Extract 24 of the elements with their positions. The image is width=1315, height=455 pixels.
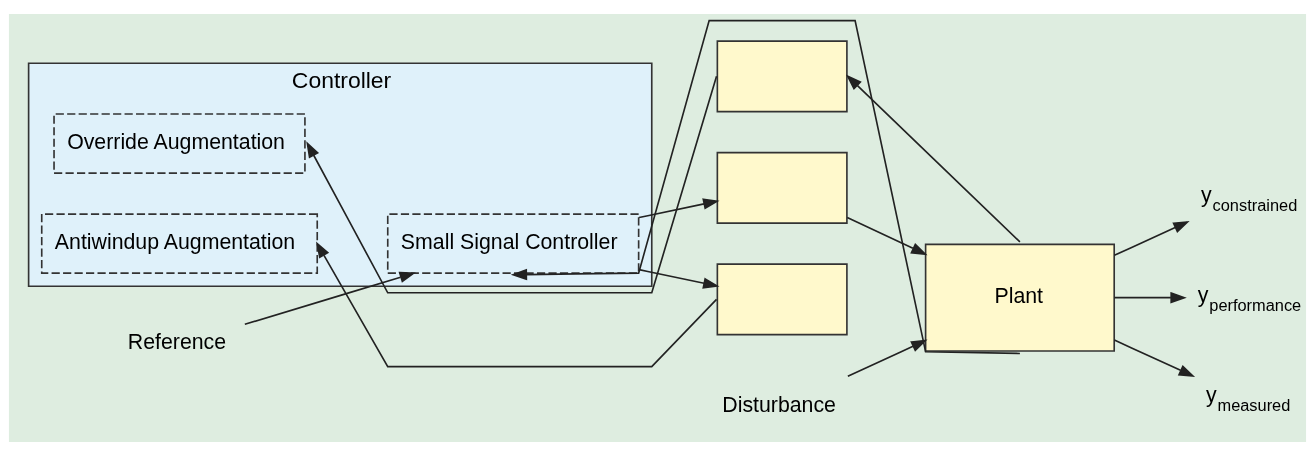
node-box: Antiwindup Augmentation — [40, 212, 319, 274]
arrow — [306, 75, 718, 294]
node-text: Disturbance — [722, 392, 836, 416]
node-text: y$_{measured}$ — [1206, 382, 1291, 414]
arrow — [638, 197, 720, 218]
node-box — [716, 39, 848, 112]
arrow — [638, 268, 720, 289]
node-text: Reference — [127, 329, 227, 354]
arrow — [845, 74, 1021, 243]
node-box — [716, 151, 848, 224]
arrow — [847, 339, 928, 377]
arrow — [1113, 291, 1187, 303]
arrow — [316, 240, 718, 367]
node-box — [716, 262, 848, 335]
arrow — [1113, 338, 1196, 377]
node-box: Plant — [924, 243, 1115, 352]
node-text: y$_{constrained}$ — [1201, 182, 1298, 214]
arrow — [1113, 220, 1190, 256]
node-box: Small Signal Controller — [386, 212, 640, 274]
node-text: y$_{performance}$ — [1197, 282, 1302, 314]
arrow — [244, 271, 416, 325]
arrow — [510, 19, 1021, 354]
arrow — [846, 216, 928, 255]
node-box: Override Augmentation — [53, 112, 306, 174]
